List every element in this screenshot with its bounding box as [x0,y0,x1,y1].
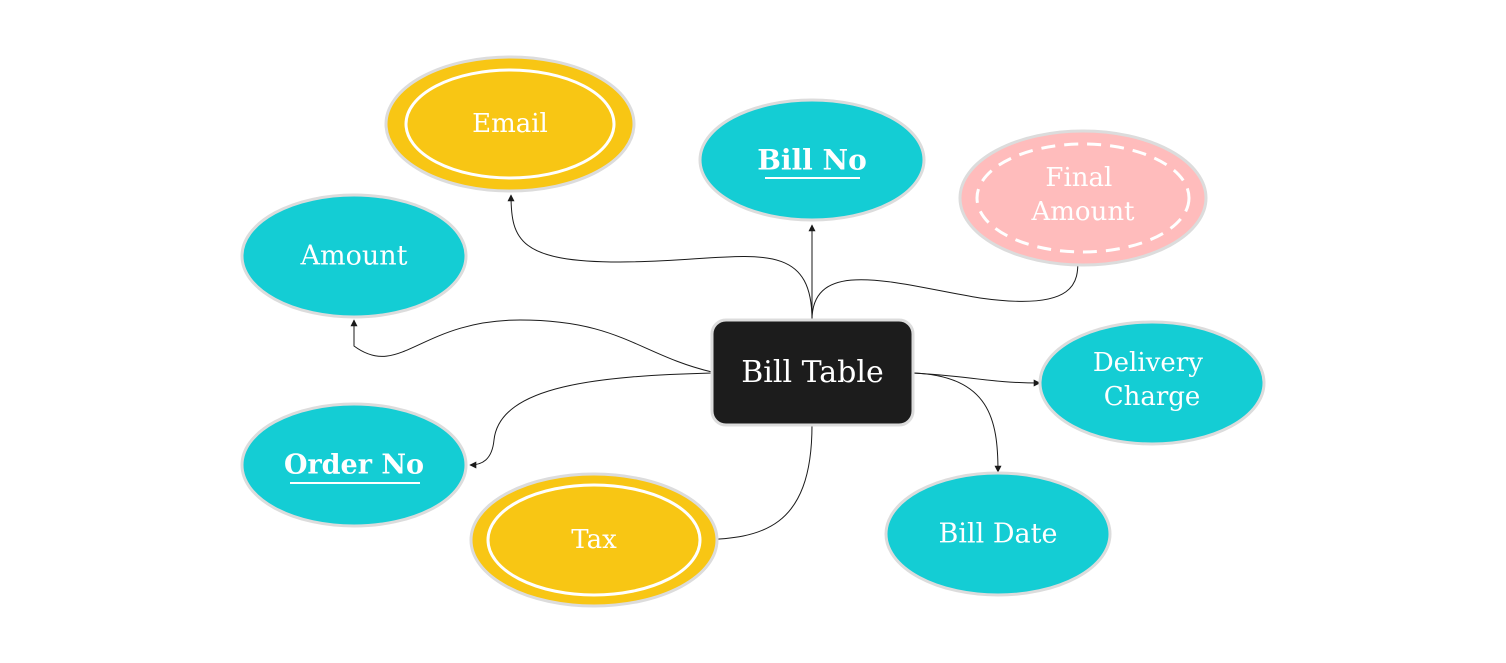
edge-to-bill-date [912,372,1002,473]
attribute-label-bill-date: Bill Date [939,519,1058,550]
attribute-tax[interactable]: Tax [469,472,719,608]
attribute-delivery-charge[interactable]: Delivery Charge [1038,320,1266,446]
attribute-label-delivery-charge: Delivery Charge [1093,348,1211,412]
delivery-charge-line-1: Delivery [1093,348,1203,378]
edges [350,194,1082,544]
edge-to-final-amount [811,256,1082,321]
attribute-label-order-no: Order No [284,450,424,481]
attribute-final-amount[interactable]: Final Amount [958,129,1208,267]
attribute-label-tax: Tax [571,525,617,555]
attribute-label-amount: Amount [300,241,408,272]
attribute-bill-no[interactable]: Bill No [698,98,926,222]
attribute-label-bill-no: Bill No [757,144,867,177]
edge-to-email [507,194,813,321]
entity-label: Bill Table [741,355,884,390]
edge-to-tax [700,424,813,544]
attribute-label-final-amount: Final Amount [1030,163,1135,227]
edge-to-amount [350,319,713,373]
entity-bill-table[interactable]: Bill Table [710,318,915,427]
attribute-bill-date[interactable]: Bill Date [884,471,1112,597]
edge-to-order-no [469,372,713,469]
final-amount-line-2: Amount [1030,197,1135,227]
attribute-label-email: Email [472,109,548,139]
attribute-email[interactable]: Email [384,55,636,193]
attribute-order-no[interactable]: Order No [240,402,468,528]
final-amount-line-1: Final [1045,163,1112,193]
attribute-amount[interactable]: Amount [240,193,468,319]
delivery-charge-line-2: Charge [1104,382,1201,412]
